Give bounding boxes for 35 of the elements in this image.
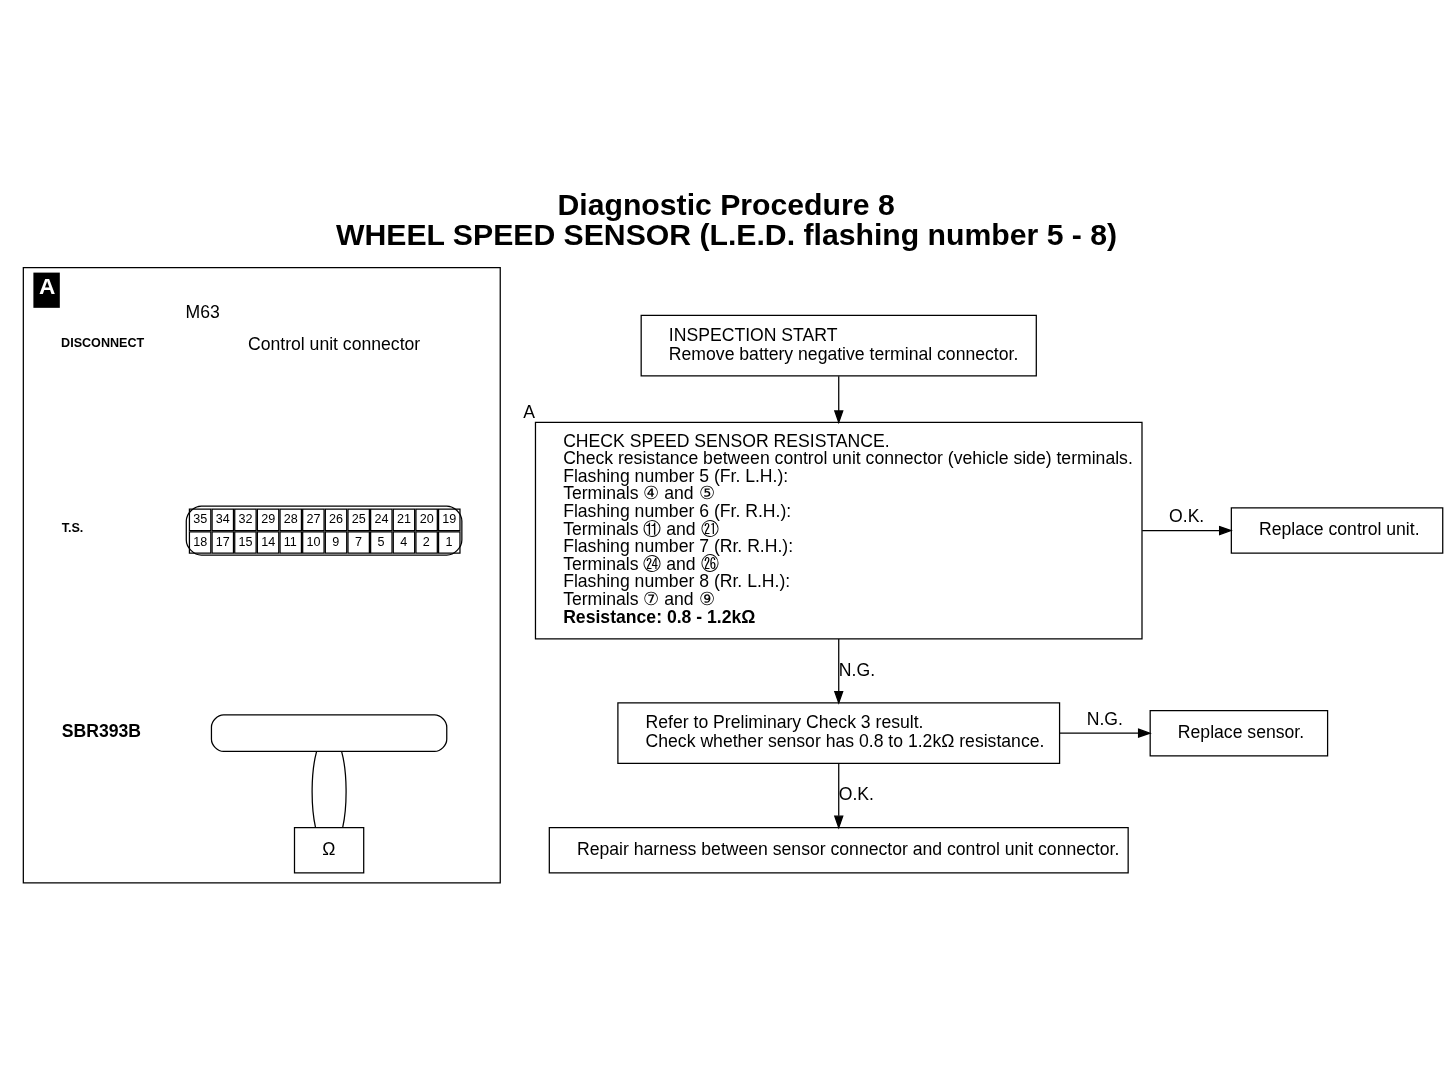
label: 11 bbox=[283, 534, 297, 549]
label: 15 bbox=[238, 534, 253, 549]
label: 17 bbox=[215, 534, 230, 549]
label: 29 bbox=[261, 512, 276, 527]
label: SBR393B bbox=[61, 720, 141, 741]
label: 4 bbox=[400, 534, 408, 549]
node-label: M63 bbox=[185, 302, 220, 323]
label: 21 bbox=[397, 512, 412, 527]
label: 14 bbox=[261, 534, 276, 549]
edge-label: O.K. bbox=[838, 784, 874, 805]
label: 1 bbox=[445, 534, 453, 549]
label: 28 bbox=[283, 512, 298, 527]
label: 20 bbox=[419, 512, 434, 527]
label: T.S. bbox=[61, 521, 84, 536]
label: 25 bbox=[351, 512, 366, 527]
label: 27 bbox=[306, 512, 321, 527]
label: 35 bbox=[193, 512, 208, 527]
label: 18 bbox=[193, 534, 208, 549]
label: 24 bbox=[374, 512, 389, 527]
label: 9 bbox=[332, 534, 340, 549]
label: 2 bbox=[422, 534, 430, 549]
label: 34 bbox=[215, 512, 230, 527]
edge-label: N.G. bbox=[1086, 708, 1123, 729]
diagram-title: Diagnostic Procedure 8 bbox=[557, 187, 895, 221]
edge-label: N.G. bbox=[838, 659, 876, 680]
label: 26 bbox=[329, 512, 344, 527]
label: 5 bbox=[377, 534, 385, 549]
label: DISCONNECT bbox=[61, 336, 145, 351]
label: 10 bbox=[306, 534, 321, 549]
node-label: A bbox=[523, 401, 536, 422]
label: 7 bbox=[354, 534, 362, 549]
node-text: Control unit connector bbox=[247, 334, 421, 355]
label: 32 bbox=[238, 512, 253, 527]
edge-label: O.K. bbox=[1169, 506, 1205, 527]
label: 19 bbox=[442, 512, 457, 527]
